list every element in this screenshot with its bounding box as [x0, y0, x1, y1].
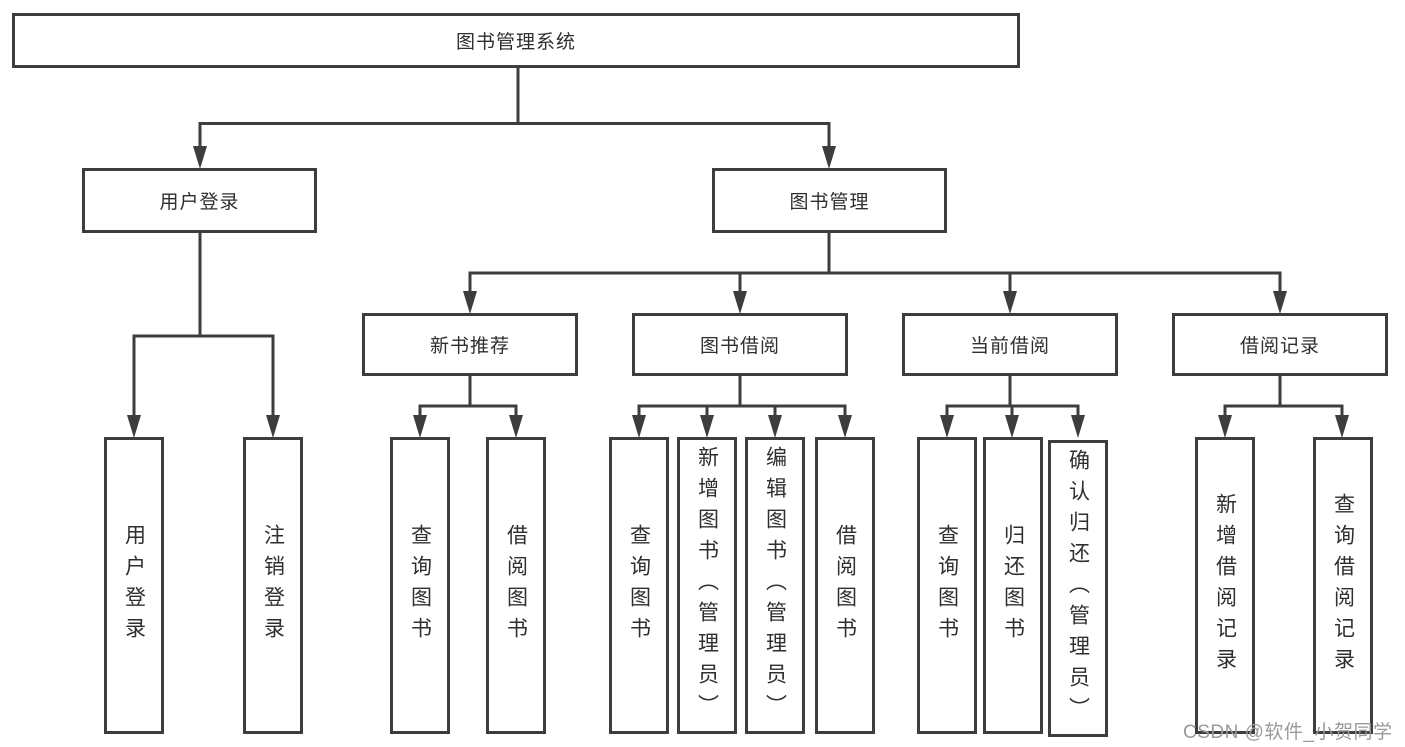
watermark: CSDN @软件_小贺同学	[1183, 722, 1393, 743]
node-borrowing-records: 借阅记录	[1172, 313, 1388, 376]
node-book-borrowing: 图书借阅	[632, 313, 848, 376]
node-leaf-borrow-books-borrowing: 借阅图书	[815, 437, 875, 734]
node-leaf-user-login: 用户登录	[104, 437, 164, 734]
node-leaf-edit-book-admin: 编辑图书（管理员）	[745, 437, 805, 734]
connector-user-login-to-leaves	[127, 231, 280, 438]
node-leaf-return-books: 归还图书	[983, 437, 1043, 734]
connector-root-to-level2	[193, 66, 836, 169]
node-leaf-confirm-return-admin: 确认归还（管理员）	[1048, 440, 1108, 737]
node-new-book-recommendation: 新书推荐	[362, 313, 578, 376]
node-leaf-logout: 注销登录	[243, 437, 303, 734]
node-leaf-add-borrow-record: 新增借阅记录	[1195, 437, 1255, 734]
connector-current-to-leaves	[940, 374, 1085, 438]
node-leaf-query-books-current: 查询图书	[917, 437, 977, 734]
node-leaf-borrow-books-recommendation: 借阅图书	[486, 437, 546, 734]
node-book-management: 图书管理	[712, 168, 947, 233]
connector-borrowing-to-leaves	[632, 374, 852, 438]
node-current-borrowing: 当前借阅	[902, 313, 1118, 376]
connector-records-to-leaves	[1218, 374, 1349, 438]
connector-book-management-to-level3	[463, 231, 1287, 314]
node-leaf-add-book-admin: 新增图书（管理员）	[677, 437, 737, 734]
node-leaf-query-books-borrowing: 查询图书	[609, 437, 669, 734]
node-library-management-system: 图书管理系统	[12, 13, 1020, 68]
connector-recommendation-to-leaves	[413, 374, 523, 438]
node-leaf-query-borrow-record: 查询借阅记录	[1313, 437, 1373, 734]
node-user-login: 用户登录	[82, 168, 317, 233]
node-leaf-query-books-recommendation: 查询图书	[390, 437, 450, 734]
